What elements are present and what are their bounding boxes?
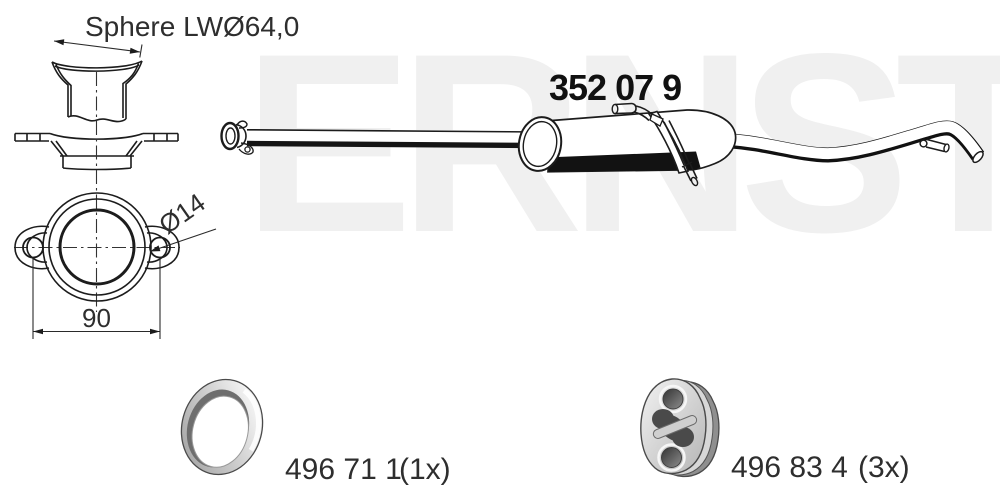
mount-center-bridge — [652, 415, 698, 439]
tail-pipe — [729, 120, 985, 164]
sphere-flare-detail: Sphere LWØ64,0 — [51, 11, 299, 123]
left-lobe — [14, 225, 50, 270]
mount-hole-bottom — [661, 447, 682, 468]
tail-hanger-pin — [925, 138, 947, 153]
gasket-ring-quantity: (1x) — [399, 453, 451, 486]
inlet-pipe — [246, 129, 543, 149]
bolt-spacing-label: 90 — [82, 303, 111, 333]
strap-clevis — [649, 113, 664, 127]
leader-arrow — [150, 245, 161, 252]
muffler-body — [517, 109, 737, 173]
hanger-strap-assembly — [611, 102, 699, 187]
tailpipe-opening — [972, 150, 984, 164]
dim-arrow-right — [129, 47, 140, 54]
bolt-hole-left — [22, 236, 44, 259]
dim-tick — [139, 44, 143, 58]
inlet-flange-fitting — [220, 120, 254, 155]
muffler-end-cap — [517, 116, 563, 172]
gasket-ring-figure: 496 71 1 (1x) — [180, 378, 451, 486]
upper-hanger-rod — [633, 105, 653, 122]
flange-front-view: Ø14 90 — [14, 72, 217, 339]
sphere-dimension-line — [53, 40, 141, 53]
dim-arrow-left — [54, 39, 65, 46]
upper-hanger-pin — [614, 102, 633, 115]
extension-lines — [32, 258, 161, 339]
bolt-hole-right — [149, 236, 171, 259]
main-part-number: 352 07 9 — [549, 67, 681, 108]
hole-leader-line — [149, 228, 217, 253]
silencer-assembly: 352 07 9 — [220, 67, 985, 187]
pipe-break-line — [67, 115, 127, 123]
rubber-mount-figure: 496 83 4 (3x) — [640, 378, 910, 484]
muffler-shadow-band — [548, 151, 701, 172]
lower-hanger-rod — [663, 120, 690, 166]
hole-diameter-label: Ø14 — [153, 187, 210, 240]
tail-hanger-bracket — [919, 139, 928, 148]
sphere-dimension-label: Sphere LWØ64,0 — [85, 11, 299, 42]
gasket-ring-part-number: 496 71 1 — [285, 453, 402, 486]
lower-hanger-pin — [682, 163, 698, 182]
mount-hole-top — [662, 388, 684, 410]
rubber-mount-quantity: (3x) — [858, 451, 910, 484]
right-lobe — [144, 225, 180, 270]
rubber-mount-part-number: 496 83 4 — [731, 451, 848, 484]
